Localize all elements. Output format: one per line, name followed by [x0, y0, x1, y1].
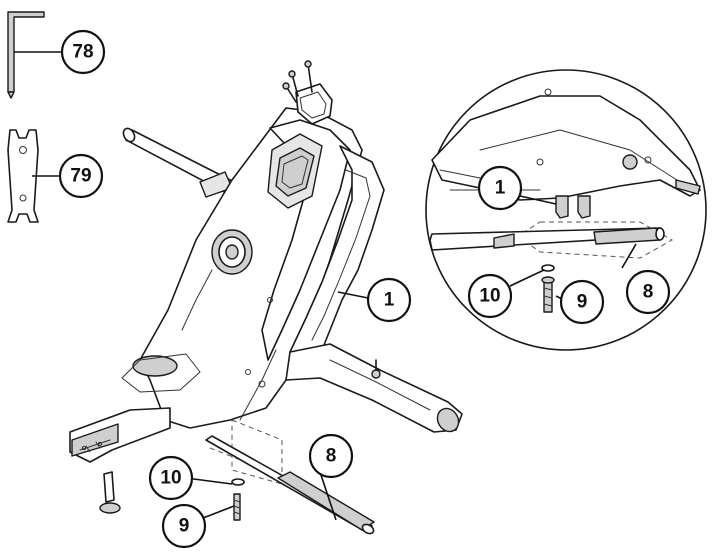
flat-wrench-tool	[7, 129, 60, 223]
callout-1-main: 1	[366, 277, 412, 323]
washer-and-bolt-main	[231, 478, 245, 521]
svg-text:10: 10	[479, 286, 500, 307]
callout-79: 79	[58, 153, 104, 199]
callouts: 78 79 1 8 10 9 1 10	[58, 29, 671, 549]
svg-text:8: 8	[326, 446, 337, 467]
hex-key-tool	[7, 11, 62, 99]
svg-text:10: 10	[160, 468, 181, 489]
svg-text:1: 1	[495, 178, 506, 199]
svg-text:9: 9	[577, 292, 588, 313]
callout-8-main: 8	[308, 433, 354, 479]
bike-frame	[69, 60, 463, 514]
callout-10-main: 10	[148, 455, 194, 501]
svg-text:1: 1	[384, 290, 395, 311]
callout-9-detail: 9	[559, 279, 605, 325]
svg-text:9: 9	[179, 516, 190, 537]
callout-10-detail: 10	[467, 273, 513, 319]
svg-text:79: 79	[70, 166, 91, 187]
callout-1-detail: 1	[477, 165, 523, 211]
callout-9-main: 9	[161, 503, 207, 549]
callout-78: 78	[60, 29, 106, 75]
callout-8-detail: 8	[625, 269, 671, 315]
svg-text:78: 78	[72, 42, 93, 63]
svg-text:8: 8	[643, 282, 654, 303]
